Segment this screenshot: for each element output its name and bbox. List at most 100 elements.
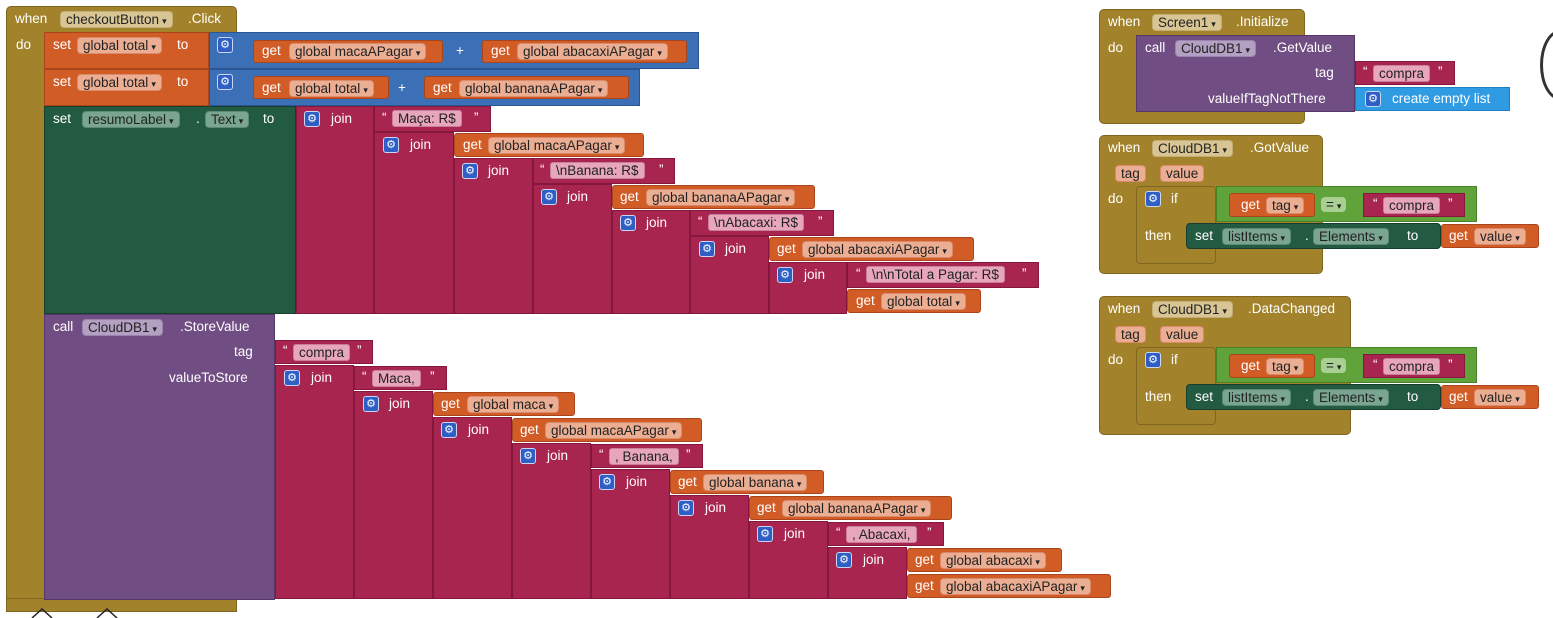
component-dropdown-clouddb[interactable]: CloudDB1▾ [1152, 140, 1234, 157]
component-dropdown-listitems[interactable]: listItems▾ [1222, 228, 1292, 245]
join-block-s1[interactable] [275, 365, 354, 599]
mutator-gear-icon[interactable]: ⚙ [1145, 352, 1161, 368]
quote-open: “ [283, 343, 288, 358]
variable-dropdown[interactable]: global total▾ [289, 80, 374, 97]
workspace-control-circle[interactable] [1540, 30, 1553, 100]
mutator-gear-icon[interactable]: ⚙ [383, 137, 399, 153]
join-block-7[interactable] [769, 262, 847, 314]
string-value[interactable]: , Banana, [609, 448, 679, 465]
property-dropdown-elements[interactable]: Elements▾ [1313, 389, 1389, 406]
join-label: join [784, 526, 806, 541]
param-tag[interactable]: tag [1115, 326, 1146, 343]
string-value[interactable]: Maça: R$ [392, 110, 462, 127]
join-block-s4[interactable] [512, 443, 591, 599]
mutator-gear-icon[interactable]: ⚙ [699, 241, 715, 257]
join-block-3[interactable] [454, 158, 533, 314]
join-block-s2[interactable] [354, 391, 433, 599]
mutator-gear-icon[interactable]: ⚙ [1365, 91, 1381, 107]
component-dropdown-clouddb[interactable]: CloudDB1▾ [82, 319, 164, 336]
component-dropdown-resumoLabel[interactable]: resumoLabel▾ [82, 111, 180, 128]
string-value[interactable]: Maca, [372, 370, 421, 387]
join-label: join [626, 474, 648, 489]
variable-dropdown[interactable]: global macaAPagar▾ [289, 43, 427, 60]
operator-dropdown[interactable]: =▾ [1321, 358, 1347, 373]
mutator-gear-icon[interactable]: ⚙ [441, 422, 457, 438]
variable-dropdown[interactable]: global bananaAPagar▾ [646, 189, 796, 206]
component-dropdown-screen1[interactable]: Screen1▾ [1152, 14, 1222, 31]
param-value[interactable]: value [1160, 165, 1205, 182]
string-value[interactable]: , Abacaxi, [846, 526, 917, 543]
when-label: when [1108, 140, 1141, 155]
set-label: set [1195, 228, 1214, 243]
variable-dropdown[interactable]: value▾ [1474, 228, 1526, 245]
variable-dropdown[interactable]: global abacaxiAPagar▾ [517, 43, 668, 60]
to-label: to [177, 74, 189, 89]
variable-dropdown[interactable]: global bananaAPagar▾ [782, 500, 932, 517]
string-value[interactable]: compra [1383, 197, 1441, 214]
variable-dropdown[interactable]: global banana▾ [703, 474, 808, 491]
param-value[interactable]: value [1160, 326, 1205, 343]
component-dropdown-clouddb[interactable]: CloudDB1▾ [1152, 301, 1234, 318]
property-dropdown-text[interactable]: Text▾ [205, 111, 250, 128]
mutator-gear-icon[interactable]: ⚙ [620, 215, 636, 231]
mutator-gear-icon[interactable]: ⚙ [217, 37, 233, 53]
component-dropdown-clouddb[interactable]: CloudDB1▾ [1175, 40, 1257, 57]
get-label: get [262, 80, 281, 95]
string-value[interactable]: compra [293, 344, 351, 361]
join-block-s3[interactable] [433, 417, 512, 599]
join-block-4[interactable] [533, 184, 612, 314]
variable-dropdown[interactable]: global macaAPagar▾ [545, 422, 683, 439]
variable-dropdown[interactable]: global abacaxi▾ [940, 552, 1046, 569]
mutator-gear-icon[interactable]: ⚙ [599, 474, 615, 490]
join-label: join [468, 422, 490, 437]
mutator-gear-icon[interactable]: ⚙ [678, 500, 694, 516]
mutator-gear-icon[interactable]: ⚙ [520, 448, 536, 464]
variable-dropdown[interactable]: global abacaxiAPagar▾ [802, 241, 953, 258]
value-if-tag-not-there-label: valueIfTagNotThere [1208, 91, 1326, 106]
variable-dropdown[interactable]: tag▾ [1266, 197, 1305, 214]
join-label: join [725, 241, 747, 256]
property-dropdown-elements[interactable]: Elements▾ [1313, 228, 1389, 245]
component-dropdown-listitems[interactable]: listItems▾ [1222, 389, 1292, 406]
collapse-caret-icon[interactable] [30, 607, 54, 618]
join-block-s5[interactable] [591, 469, 670, 599]
join-block-1[interactable] [296, 106, 374, 314]
get-label: get [777, 241, 796, 256]
join-block-2[interactable] [374, 132, 454, 314]
mutator-gear-icon[interactable]: ⚙ [363, 396, 379, 412]
operator-dropdown[interactable]: =▾ [1321, 197, 1347, 212]
string-value[interactable]: \nBanana: R$ [550, 162, 645, 179]
string-value[interactable]: compra [1383, 358, 1441, 375]
variable-dropdown[interactable]: global total▾ [77, 37, 162, 54]
mutator-gear-icon[interactable]: ⚙ [836, 552, 852, 568]
string-value[interactable]: \nAbacaxi: R$ [708, 214, 805, 231]
call-getvalue-block[interactable] [1136, 35, 1355, 112]
param-tag[interactable]: tag [1115, 165, 1146, 182]
get-label: get [915, 552, 934, 567]
string-value[interactable]: compra [1373, 65, 1431, 82]
quote-close: ” [1438, 64, 1443, 79]
variable-dropdown[interactable]: global macaAPagar▾ [488, 137, 626, 154]
variable-dropdown[interactable]: value▾ [1474, 389, 1526, 406]
call-storevalue-block[interactable] [44, 314, 275, 600]
mutator-gear-icon[interactable]: ⚙ [1145, 191, 1161, 207]
component-dropdown-checkoutButton[interactable]: checkoutButton▾ [60, 11, 173, 28]
mutator-gear-icon[interactable]: ⚙ [284, 370, 300, 386]
variable-dropdown[interactable]: global maca▾ [467, 396, 560, 413]
mutator-gear-icon[interactable]: ⚙ [462, 163, 478, 179]
mutator-gear-icon[interactable]: ⚙ [217, 74, 233, 90]
mutator-gear-icon[interactable]: ⚙ [304, 111, 320, 127]
get-label: get [915, 578, 934, 593]
collapse-caret-icon[interactable] [95, 607, 119, 618]
variable-dropdown[interactable]: global total▾ [881, 293, 966, 310]
mutator-gear-icon[interactable]: ⚙ [777, 267, 793, 283]
variable-dropdown[interactable]: global total▾ [77, 74, 162, 91]
set-resumoLabel-text-block[interactable] [44, 106, 296, 314]
string-value[interactable]: \n\nTotal a Pagar: R$ [866, 266, 1005, 283]
mutator-gear-icon[interactable]: ⚙ [757, 526, 773, 542]
get-label: get [262, 43, 281, 58]
variable-dropdown[interactable]: global bananaAPagar▾ [459, 80, 609, 97]
mutator-gear-icon[interactable]: ⚙ [541, 189, 557, 205]
variable-dropdown[interactable]: global abacaxiAPagar▾ [940, 578, 1091, 595]
variable-dropdown[interactable]: tag▾ [1266, 358, 1305, 375]
